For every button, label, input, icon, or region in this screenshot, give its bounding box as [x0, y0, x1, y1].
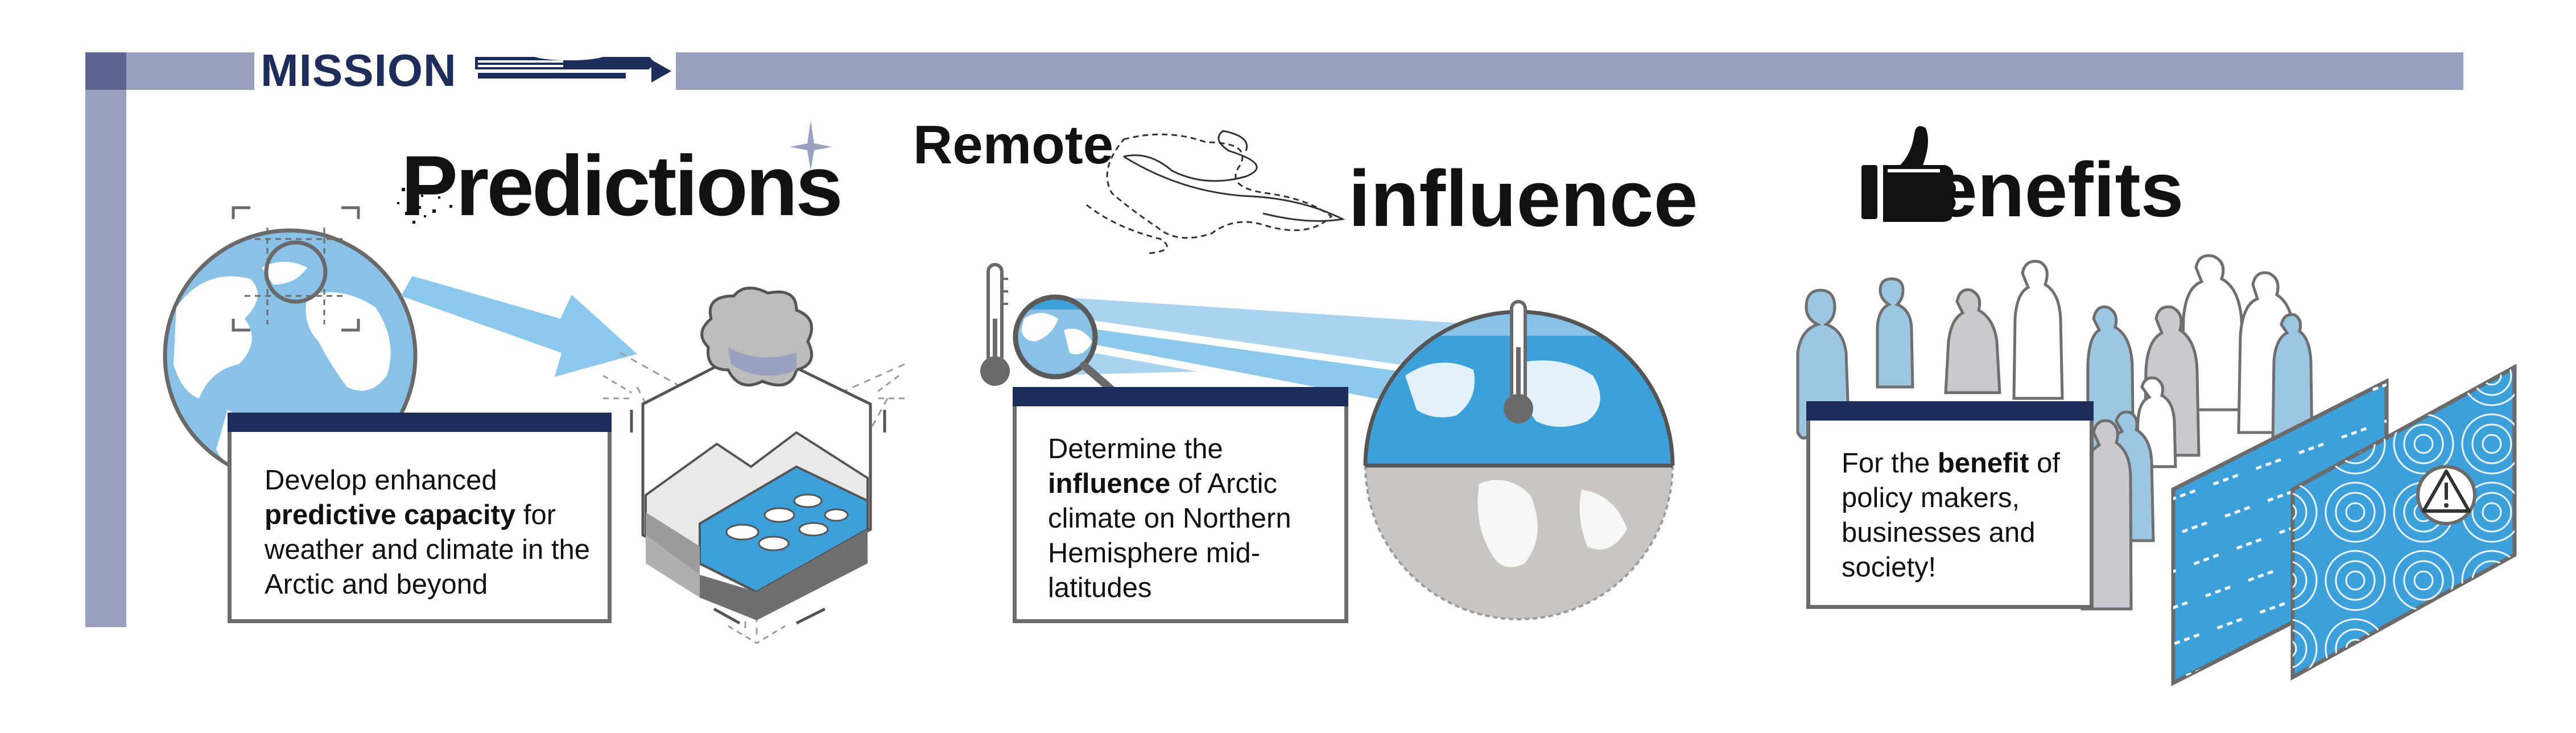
thermometer-icon — [980, 263, 1010, 386]
textbox-band — [1806, 401, 2094, 421]
benefits-textbox: For the benefit of policy makers, busine… — [1806, 401, 2094, 609]
remote-text-bold: influence — [1048, 468, 1171, 499]
predictions-arrow — [401, 276, 637, 377]
hemisphere-globe — [1363, 300, 1675, 620]
thumbs-up-icon — [1861, 126, 1956, 222]
mission-title: MISSION — [261, 45, 457, 96]
magnifier-globe — [1013, 294, 1119, 397]
textbox-band — [1013, 387, 1348, 406]
benefits-text-bold: benefit — [1937, 448, 2029, 479]
remote-text-rest: of Arctic climate on Northern Hemisphere… — [1048, 468, 1291, 603]
benefits-text-rest: of policy makers, businesses and society… — [1842, 448, 2060, 583]
ice-cube-model — [602, 286, 905, 644]
arctic-solid-loop — [1123, 130, 1345, 222]
remote-beam — [1041, 296, 1491, 435]
frame-corner — [85, 52, 126, 90]
predictions-text-rest: for weather and climate in the Arctic an… — [265, 500, 590, 600]
predictions-text-bold: predictive capacity — [265, 500, 516, 530]
sparkle-star-icon — [790, 121, 832, 171]
weather-map-panels — [2171, 364, 2517, 686]
remote-textbox: Determine the influence of Arctic climat… — [1013, 387, 1348, 623]
remote-heading-top: Remote — [913, 114, 1114, 175]
benefits-heading: enefits — [1934, 146, 2184, 233]
textbox-band — [228, 413, 612, 432]
arctic-dashed-loops — [1086, 133, 1333, 254]
frame-top-bar-left — [126, 52, 254, 90]
people-silhouettes — [1796, 254, 2314, 611]
predictions-text-line1: Develop enhanced — [265, 465, 497, 496]
benefits-text-pre: For the — [1842, 448, 1938, 479]
remote-text-line1: Determine the — [1048, 434, 1223, 464]
frame-left-bar — [85, 90, 126, 627]
predictions-heading: Predictions — [401, 138, 843, 233]
frame-top-bar-right — [676, 52, 2463, 90]
predictions-textbox: Develop enhanced predictive capacity for… — [228, 413, 612, 623]
predictions-noise-dots — [397, 188, 452, 224]
pen-icon — [475, 57, 671, 83]
remote-heading-bottom: influence — [1348, 154, 1698, 243]
targeting-reticle — [232, 206, 360, 332]
